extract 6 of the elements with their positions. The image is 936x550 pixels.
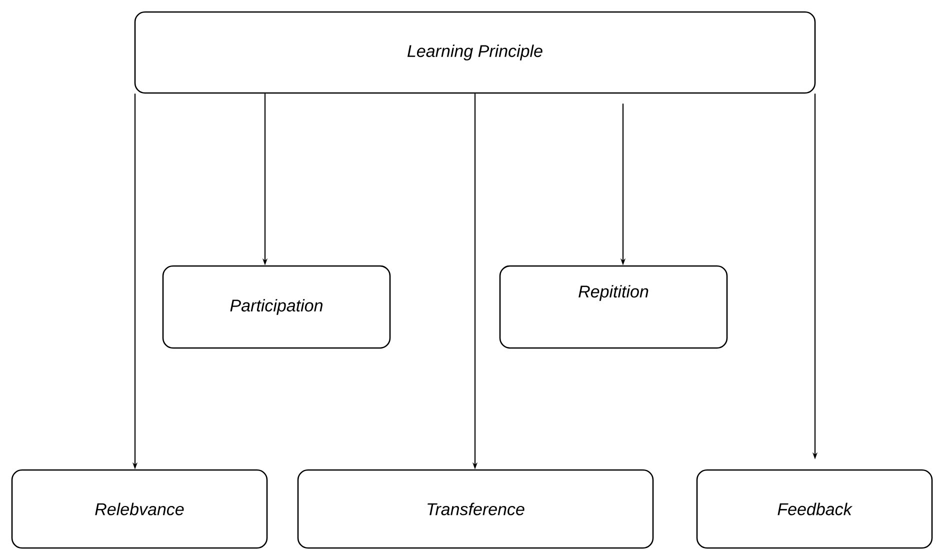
process-box: Feedback <box>696 469 933 549</box>
process-box: Repitition <box>499 265 728 349</box>
process-box: Transference <box>297 469 654 549</box>
process-box: Participation <box>162 265 391 349</box>
process-box: Relebvance <box>11 469 268 549</box>
process-box: Learning Principle <box>134 11 816 94</box>
